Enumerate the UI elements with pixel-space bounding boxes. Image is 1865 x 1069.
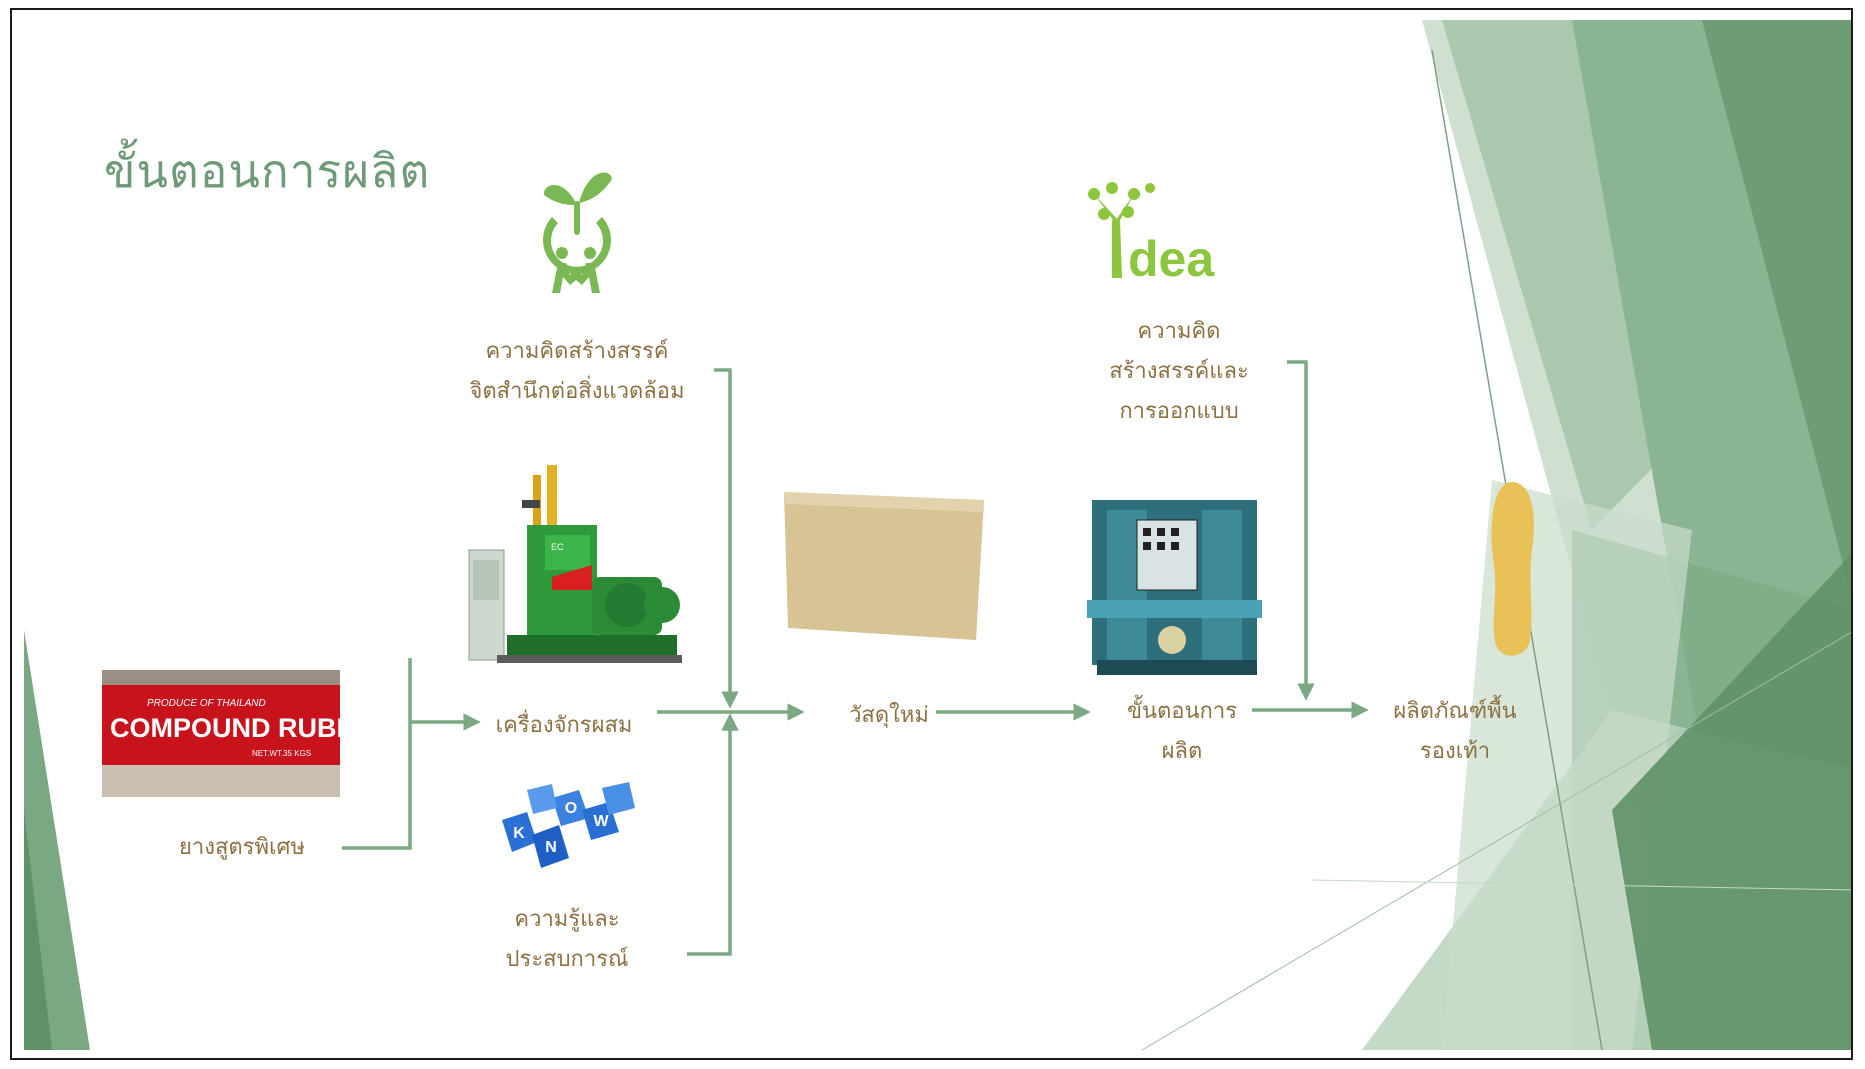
production-label: ขั้นตอนการ ผลิต	[1126, 699, 1238, 764]
svg-text:PRODUCE OF THAILAND: PRODUCE OF THAILAND	[147, 698, 266, 709]
mixer-machine-image: EC	[468, 465, 682, 663]
svg-text:dea: dea	[1128, 231, 1215, 285]
svg-text:W: W	[593, 813, 609, 830]
know-cubes-image: K N O W	[502, 782, 635, 868]
svg-text:EC: EC	[551, 542, 564, 552]
page-title: ขั้นตอนการผลิต	[104, 144, 431, 198]
creative-eco-label: ความคิดสร้างสรรค์ จิตสำนึกต่อสิ่งแวดล้อม	[469, 339, 685, 404]
insole-product-image	[1491, 482, 1534, 656]
rubber-label: ยางสูตรพิเศษ	[178, 835, 305, 860]
new-material-label: วัสดุใหม่	[849, 703, 929, 728]
decorative-background	[24, 20, 1851, 1051]
production-machine-image	[1087, 500, 1262, 675]
bracket-rubber	[342, 658, 412, 850]
arrow-creative-to-merge	[714, 368, 739, 709]
new-material-image	[784, 492, 984, 640]
arrow-knowledge-to-merge	[687, 713, 739, 956]
slide: ขั้นตอนการผลิต	[10, 8, 1853, 1060]
eco-people-icon	[543, 172, 612, 293]
product-label: ผลิตภัณฑ์พื้น รองเท้า	[1393, 699, 1517, 764]
compound-rubber-image: PRODUCE OF THAILAND COMPOUND RUBB NET.WT…	[102, 670, 340, 797]
idea-logo-icon: dea	[1088, 182, 1215, 285]
svg-text:O: O	[565, 800, 577, 817]
svg-text:NET.WT.35 KGS: NET.WT.35 KGS	[252, 749, 311, 758]
svg-text:COMPOUND RUBB: COMPOUND RUBB	[110, 713, 340, 743]
mixer-label: เครื่องจักรผสม	[495, 713, 633, 738]
idea-label: ความคิด สร้างสรรค์และ การออกแบบ	[1109, 319, 1249, 424]
svg-text:K: K	[513, 825, 525, 842]
arrow-idea-to-product	[1287, 360, 1315, 701]
flow-arrows	[342, 360, 1369, 956]
knowledge-label: ความรู้และ ประสบการณ์	[505, 907, 629, 972]
svg-text:N: N	[545, 839, 557, 856]
